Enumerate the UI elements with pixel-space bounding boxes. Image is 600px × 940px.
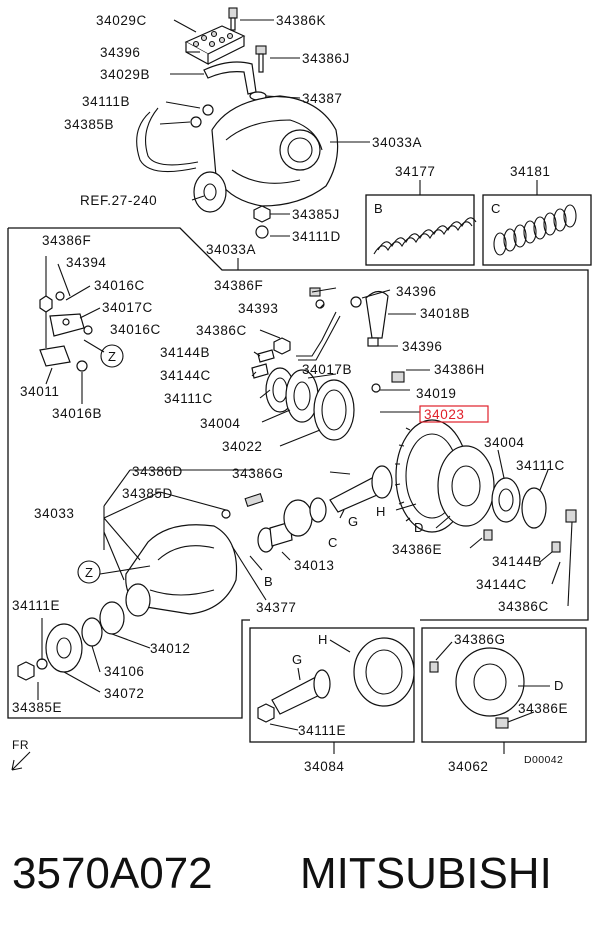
lower-carrier-housing [17, 469, 327, 700]
label-34385D: 34385D [122, 486, 173, 501]
label-box-C: C [491, 201, 500, 216]
label-34004-a: 34004 [200, 416, 241, 431]
label-34004-b: 34004 [484, 435, 525, 450]
label-34144B-a: 34144B [160, 345, 210, 360]
label-34029C: 34029C [96, 13, 147, 28]
front-arrow-icon [11, 751, 31, 771]
label-34144C-a: 34144C [160, 368, 211, 383]
label-34386E-a: 34386E [392, 542, 442, 557]
left-upper-parts [39, 256, 124, 404]
breather-pipe-group [251, 287, 405, 393]
label-D00042: D00042 [524, 754, 563, 766]
label-34387: 34387 [302, 91, 343, 106]
sub-box-34062 [421, 627, 587, 754]
label-34386J: 34386J [302, 51, 350, 66]
label-34394: 34394 [66, 255, 107, 270]
top-assembly-drawing [136, 7, 370, 239]
label-34385B: 34385B [64, 117, 114, 132]
label-34393: 34393 [238, 301, 279, 316]
main-frame [7, 227, 589, 719]
label-G-sub: G [292, 652, 302, 667]
label-34144C-b: 34144C [476, 577, 527, 592]
label-34072: 34072 [104, 686, 145, 701]
label-34386G-a: 34386G [232, 466, 284, 481]
label-34029B: 34029B [100, 67, 150, 82]
spring-box-b [365, 180, 477, 266]
label-34033: 34033 [34, 506, 75, 521]
label-34019: 34019 [416, 386, 457, 401]
label-34386E-b: 34386E [518, 701, 568, 716]
label-H-sub: H [318, 632, 327, 647]
label-34111B: 34111B [82, 94, 130, 109]
label-34111C-a: 34111C [164, 391, 213, 406]
label-34177: 34177 [395, 164, 436, 179]
footer-brand: MITSUBISHI [300, 849, 552, 898]
label-Z-bottom: Z [85, 565, 93, 580]
label-ref-27-240: REF.27-240 [80, 193, 157, 208]
label-34386F-a: 34386F [42, 233, 91, 248]
label-34106: 34106 [104, 664, 145, 679]
label-34012: 34012 [150, 641, 191, 656]
label-34377: 34377 [256, 600, 297, 615]
spring-box-c [482, 180, 592, 266]
label-34386D: 34386D [132, 464, 183, 479]
gear-and-bearing-group [251, 287, 577, 607]
label-34396: 34396 [100, 45, 141, 60]
label-34017B: 34017B [302, 362, 352, 377]
label-34033A-b: 34033A [206, 242, 256, 257]
label-34181: 34181 [510, 164, 551, 179]
label-34386C-a: 34386C [196, 323, 247, 338]
label-34062: 34062 [448, 759, 489, 774]
label-D-main: D [414, 520, 423, 535]
label-B-main: B [264, 574, 273, 589]
part-labels: 34029C 34386K 34396 34386J 34029B 34111B… [12, 13, 568, 774]
label-34396-b: 34396 [396, 284, 437, 299]
label-C-main: C [328, 535, 337, 550]
label-34016B: 34016B [52, 406, 102, 421]
sub-box-34084 [249, 627, 415, 754]
footer-part-number: 3570A072 [12, 849, 213, 898]
label-34018B: 34018B [420, 306, 470, 321]
label-H-main: H [376, 504, 385, 519]
label-34385J: 34385J [292, 207, 340, 222]
label-D-sub: D [554, 678, 563, 693]
label-34023-highlighted: 34023 [424, 407, 465, 422]
label-34033A-top: 34033A [372, 135, 422, 150]
label-34016C-b: 34016C [110, 322, 161, 337]
label-34111E-b: 34111E [298, 723, 346, 738]
label-34386F-b: 34386F [214, 278, 263, 293]
label-34111D: 34111D [292, 229, 341, 244]
label-34386H: 34386H [434, 362, 485, 377]
label-G-main: G [348, 514, 358, 529]
label-Z-top: Z [108, 349, 116, 364]
label-34144B-b: 34144B [492, 554, 542, 569]
label-34111C-b: 34111C [516, 458, 565, 473]
label-FR: FR [12, 738, 29, 752]
label-34017C: 34017C [102, 300, 153, 315]
label-34111E-a: 34111E [12, 598, 60, 613]
label-box-B: B [374, 201, 383, 216]
label-34013: 34013 [294, 558, 335, 573]
label-34022: 34022 [222, 439, 263, 454]
highlight-box-34023 [419, 405, 489, 423]
label-34386K: 34386K [276, 13, 326, 28]
label-34386G-b: 34386G [454, 632, 506, 647]
label-34016C-a: 34016C [94, 278, 145, 293]
label-34011: 34011 [20, 384, 60, 399]
label-34386C-b: 34386C [498, 599, 549, 614]
label-34084: 34084 [304, 759, 345, 774]
label-34385E: 34385E [12, 700, 62, 715]
label-34396-c: 34396 [402, 339, 443, 354]
